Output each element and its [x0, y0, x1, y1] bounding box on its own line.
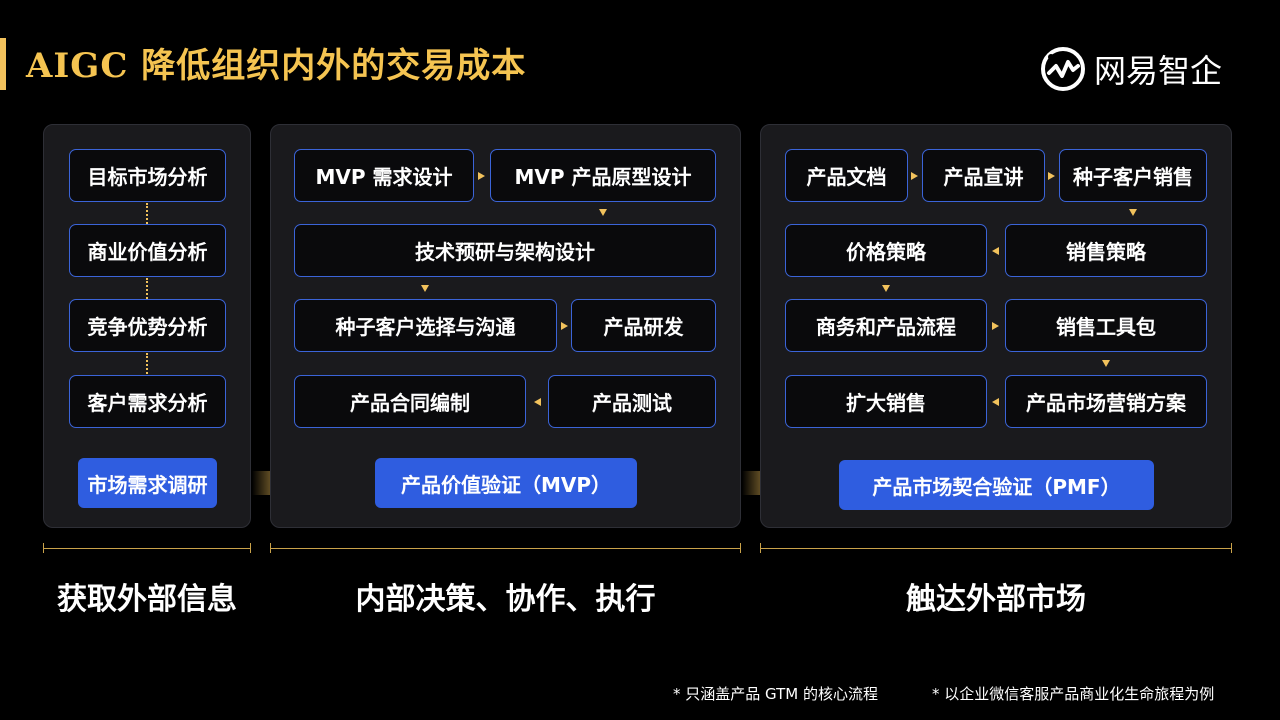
node-product-docs: 产品文档	[785, 149, 908, 202]
flow-arrow-down	[599, 209, 607, 216]
node-business-process: 商务和产品流程	[785, 299, 987, 352]
node-pricing-strategy: 价格策略	[785, 224, 987, 277]
node-seed-customer-selection: 种子客户选择与沟通	[294, 299, 557, 352]
flow-arrow-right	[478, 172, 485, 180]
node-tech-research: 技术预研与架构设计	[294, 224, 716, 277]
logo-text: 网易智企	[1094, 52, 1223, 90]
node-business-value-analysis: 商业价值分析	[69, 224, 226, 277]
flow-arrow-right	[561, 322, 568, 330]
node-sales-strategy: 销售策略	[1005, 224, 1207, 277]
stage-mvp: 产品价值验证（MVP）	[375, 458, 637, 508]
node-product-development: 产品研发	[571, 299, 716, 352]
node-contract: 产品合同编制	[294, 375, 526, 428]
stage-market-research: 市场需求调研	[78, 458, 217, 508]
footnote-example: * 以企业微信客服产品商业化生命旅程为例	[932, 685, 1215, 703]
node-product-pitch: 产品宣讲	[922, 149, 1045, 202]
netease-logo-icon	[1041, 47, 1085, 91]
node-target-market-analysis: 目标市场分析	[69, 149, 226, 202]
section-bracket	[760, 543, 1232, 553]
connector-dots	[146, 353, 148, 374]
connector-dots	[146, 278, 148, 299]
node-marketing-plan: 产品市场营销方案	[1005, 375, 1207, 428]
page-title: AIGC 降低组织内外的交易成本	[26, 46, 527, 86]
section-label-market-reach: 触达外部市场	[906, 582, 1086, 617]
node-expand-sales: 扩大销售	[785, 375, 987, 428]
node-mvp-requirements: MVP 需求设计	[294, 149, 474, 202]
flow-arrow-left	[534, 398, 541, 406]
section-label-external-info: 获取外部信息	[57, 582, 237, 617]
node-competitive-analysis: 竞争优势分析	[69, 299, 226, 352]
footnote-gtm: * 只涵盖产品 GTM 的核心流程	[673, 685, 878, 703]
node-seed-customer-sales: 种子客户销售	[1059, 149, 1207, 202]
node-customer-needs-analysis: 客户需求分析	[69, 375, 226, 428]
node-sales-toolkit: 销售工具包	[1005, 299, 1207, 352]
flow-arrow-down	[1102, 360, 1110, 367]
flow-arrow-right	[1048, 172, 1055, 180]
flow-arrow-down	[421, 285, 429, 292]
node-product-testing: 产品测试	[548, 375, 716, 428]
flow-arrow-right	[911, 172, 918, 180]
flow-arrow-down	[882, 285, 890, 292]
connector-dots	[146, 203, 148, 224]
flow-arrow-left	[992, 247, 999, 255]
flow-arrow-right	[992, 322, 999, 330]
section-bracket	[43, 543, 251, 553]
flow-arrow-left	[992, 398, 999, 406]
title-accent-bar	[0, 38, 6, 90]
node-mvp-prototype: MVP 产品原型设计	[490, 149, 716, 202]
brand-logo: 网易智企	[1040, 44, 1222, 94]
section-bracket	[270, 543, 741, 553]
section-label-internal: 内部决策、协作、执行	[355, 582, 656, 617]
stage-pmf: 产品市场契合验证（PMF）	[839, 460, 1154, 510]
flow-arrow-down	[1129, 209, 1137, 216]
